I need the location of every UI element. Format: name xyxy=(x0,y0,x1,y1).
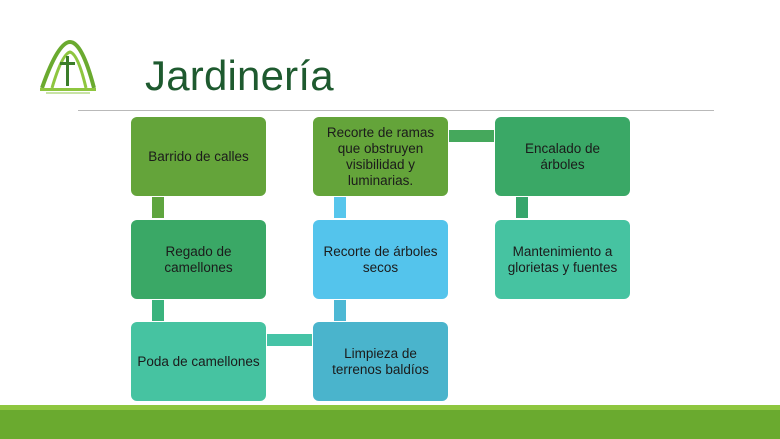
connector-recorte-secos-ramas xyxy=(334,197,346,218)
box-label: Mantenimiento a glorietas y fuentes xyxy=(507,243,618,275)
box-label: Recorte de árboles secos xyxy=(323,243,438,275)
connector-limpieza-recorte-secos xyxy=(334,300,346,321)
connector-encalado-mantenimiento xyxy=(516,197,528,218)
box-encalado-de-arboles: Encalado de árboles xyxy=(495,117,630,196)
box-label: Limpieza de terrenos baldíos xyxy=(332,345,429,377)
box-label: Poda de camellones xyxy=(137,353,260,369)
footer-accent-line xyxy=(0,405,780,410)
page-title: Jardinería xyxy=(145,52,334,99)
box-mantenimiento-glorietas: Mantenimiento a glorietas y fuentes xyxy=(495,220,630,299)
box-label: Barrido de calles xyxy=(148,148,249,164)
box-label: Regado de camellones xyxy=(164,243,233,275)
logo-icon xyxy=(36,39,100,96)
box-label: Recorte de ramas que obstruyen visibilid… xyxy=(326,124,435,188)
box-limpieza-de-terrenos: Limpieza de terrenos baldíos xyxy=(313,322,448,401)
box-recorte-arboles-secos: Recorte de árboles secos xyxy=(313,220,448,299)
connector-ramas-encalado xyxy=(449,130,494,142)
box-regado-de-camellones: Regado de camellones xyxy=(131,220,266,299)
connector-regado-poda xyxy=(152,300,164,321)
connector-barrido-regado xyxy=(152,197,164,218)
box-poda-de-camellones: Poda de camellones xyxy=(131,322,266,401)
box-label: Encalado de árboles xyxy=(524,140,601,172)
box-recorte-de-ramas: Recorte de ramas que obstruyen visibilid… xyxy=(313,117,448,196)
footer-band xyxy=(0,410,780,439)
box-barrido-de-calles: Barrido de calles xyxy=(131,117,266,196)
connector-poda-limpieza xyxy=(267,334,312,346)
title-divider xyxy=(78,110,714,111)
